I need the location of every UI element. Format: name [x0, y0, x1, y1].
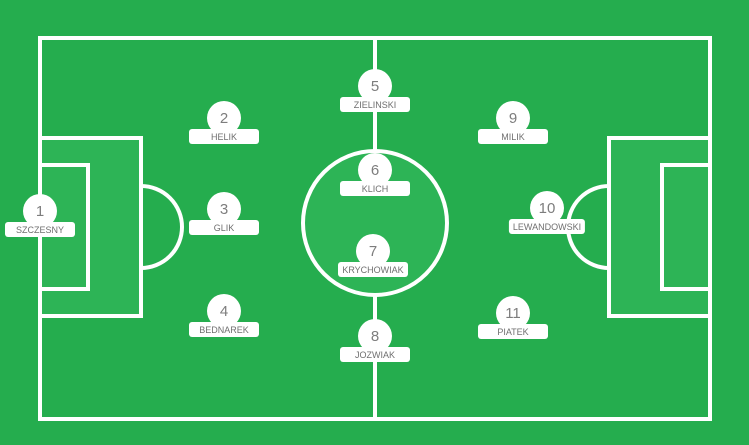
player-name-label: SZCZESNY	[5, 222, 75, 237]
player-name-label: KLICH	[340, 181, 410, 196]
player-name-label: JOZWIAK	[340, 347, 410, 362]
right-goal-area	[660, 163, 712, 291]
player-name-label: KRYCHOWIAK	[338, 262, 408, 277]
player-name-label: MILIK	[478, 129, 548, 144]
player-name-label: PIATEK	[478, 324, 548, 339]
center-circle	[301, 149, 449, 297]
player-name-label: ZIELINSKI	[340, 97, 410, 112]
left-penalty-arc	[140, 184, 184, 270]
player-name-label: LEWANDOWSKI	[508, 219, 586, 234]
player-name-label: GLIK	[189, 220, 259, 235]
player-name-label: BEDNAREK	[189, 322, 259, 337]
player-name-label: HELIK	[189, 129, 259, 144]
